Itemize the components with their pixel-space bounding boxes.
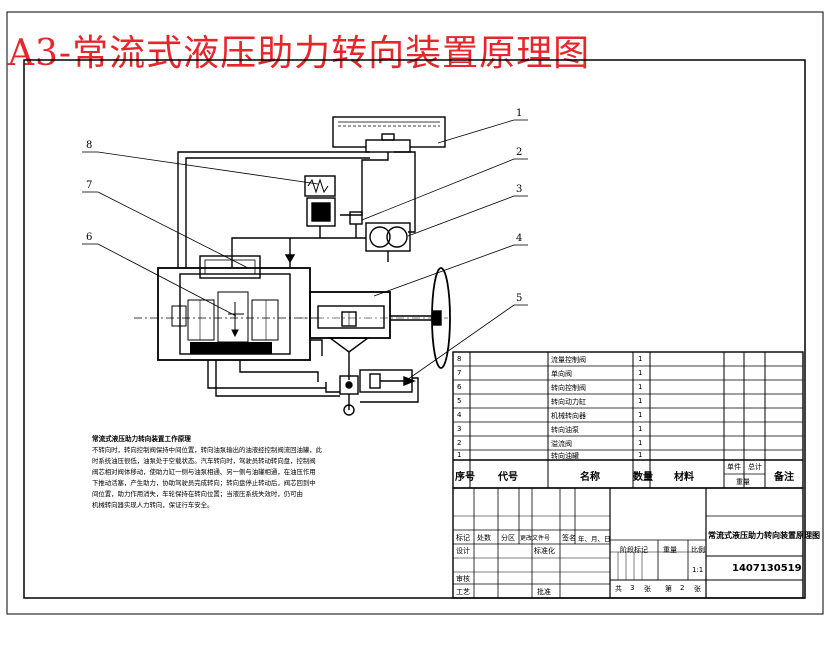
description-line: 机械转向器实现人力转向，保证行车安全。 <box>92 501 214 509</box>
part-no: 2 <box>457 439 462 447</box>
description-line: 阀芯相对阀体移动，使助力缸一侧与油泵相通、另一侧与油罐相通，在油压作用 <box>92 468 316 476</box>
header-name: 名称 <box>580 472 600 483</box>
part-qty: 1 <box>638 439 643 447</box>
header-material: 材料 <box>674 472 694 483</box>
tb-sheets-prefix: 共 <box>615 585 622 593</box>
tb-review: 审核 <box>456 575 470 583</box>
lower-pipes <box>207 339 419 403</box>
description-heading: 常流式液压助力转向装置工作原理 <box>92 435 191 443</box>
tb-process: 工艺 <box>456 588 470 596</box>
inner-frame <box>23 59 806 599</box>
part-no: 5 <box>457 397 462 405</box>
part-qty: 1 <box>638 397 643 405</box>
part-qty: 1 <box>638 425 643 433</box>
part-no: 3 <box>457 425 462 433</box>
callout-4: 4 <box>516 233 522 244</box>
part-no: 4 <box>457 411 462 419</box>
tb-sheet-suffix: 张 <box>694 585 701 593</box>
tb-sign: 签名 <box>562 534 576 542</box>
tb-scale: 1:1 <box>692 566 704 574</box>
header-unit: 单件 <box>727 463 741 471</box>
tb-scale-label: 比例 <box>691 546 705 554</box>
return-pipes <box>177 151 416 268</box>
hydraulic-schematic <box>134 116 451 416</box>
power-cylinder <box>325 352 416 416</box>
title-block-grid <box>452 487 804 599</box>
header-weight: 重量 <box>736 478 750 486</box>
part-no: 8 <box>457 355 462 363</box>
callout-8: 8 <box>86 140 92 151</box>
description-line: 下推动活塞，产生助力，协助驾驶员完成转向；转向盘停止转动后，阀芯回到中 <box>92 479 316 487</box>
tb-sheets-total: 3 <box>630 584 635 592</box>
tb-weight: 重量 <box>663 546 677 554</box>
tb-sheets-mid: 张 <box>644 585 651 593</box>
callout-numbers: 1 2 3 4 5 8 7 6 <box>86 108 522 304</box>
tb-sheet-no: 2 <box>680 584 685 592</box>
tb-approve: 批准 <box>537 588 551 596</box>
tb-date: 年、月、日 <box>578 535 611 543</box>
tb-stage-mark: 阶段标记 <box>620 546 648 554</box>
steering-gear <box>300 267 451 369</box>
header-code: 代号 <box>498 472 518 483</box>
description-line: 不转向时，转向控制阀保持中间位置，转向油泵输出的油液经控制阀流回油罐，此 <box>92 446 323 454</box>
steering-pump <box>365 222 411 262</box>
part-qty: 1 <box>638 411 643 419</box>
callout-6: 6 <box>86 232 92 243</box>
part-qty: 1 <box>638 451 643 459</box>
callout-1: 1 <box>516 108 522 119</box>
part-name: 流量控制阀 <box>551 356 586 364</box>
part-name: 溢流阀 <box>551 440 572 448</box>
outer-frame <box>6 11 824 615</box>
callout-leaders <box>82 119 528 383</box>
tb-count: 处数 <box>477 534 491 542</box>
drawing-title-overlay: A3-常流式液压助力转向装置原理图 <box>8 33 591 74</box>
callout-7: 7 <box>86 180 92 191</box>
callout-2: 2 <box>516 147 522 158</box>
working-principle-text: 常流式液压助力转向装置工作原理 不转向时，转向控制阀保持中间位置，转向油泵输出的… <box>92 434 432 511</box>
part-qty: 1 <box>638 355 643 363</box>
description-line: 时系统油压很低，油泵处于空载状态。汽车转向时，驾驶员转动转向盘，控制阀 <box>92 457 316 465</box>
part-qty: 1 <box>638 383 643 391</box>
tb-design: 设计 <box>456 547 470 555</box>
part-name: 单向阀 <box>551 370 572 378</box>
part-qty: 1 <box>638 369 643 377</box>
part-name: 转向油泵 <box>551 426 579 434</box>
tb-sheet-label: 第 <box>665 585 672 593</box>
description-line: 间位置，助力作用消失，车轮保持在转向位置；当液压系统失效时，仍可由 <box>92 490 303 498</box>
control-valve-housing <box>134 255 320 361</box>
part-no: 7 <box>457 369 462 377</box>
part-name: 转向动力缸 <box>551 398 586 406</box>
tb-change-doc: 更改文件号 <box>520 535 551 542</box>
tb-standard: 标准化 <box>534 547 555 555</box>
check-valve-arrow <box>284 254 296 264</box>
tb-drawing-no: 1407130519 <box>732 563 802 574</box>
tb-zone: 分区 <box>501 534 515 542</box>
header-total: 总计 <box>748 463 762 471</box>
relief-valve <box>349 211 363 238</box>
valve-markers <box>228 302 244 338</box>
tb-drawing-title: 常流式液压助力转向装置原理图 <box>708 531 820 540</box>
part-name: 转向控制阀 <box>551 384 586 392</box>
part-name: 机械转向器 <box>551 412 586 420</box>
part-name: 转向油罐 <box>551 452 579 460</box>
pressure-line <box>231 237 366 268</box>
part-no: 6 <box>457 383 462 391</box>
callout-3: 3 <box>516 184 522 195</box>
flow-control-valve <box>304 175 336 238</box>
header-seq: 序号 <box>455 472 475 483</box>
part-no: 1 <box>457 451 462 459</box>
tb-mark: 标记 <box>456 534 470 542</box>
oil-reservoir <box>332 116 446 153</box>
header-remark: 备注 <box>774 472 794 483</box>
header-qty: 数量 <box>633 472 653 483</box>
callout-5: 5 <box>516 293 522 304</box>
